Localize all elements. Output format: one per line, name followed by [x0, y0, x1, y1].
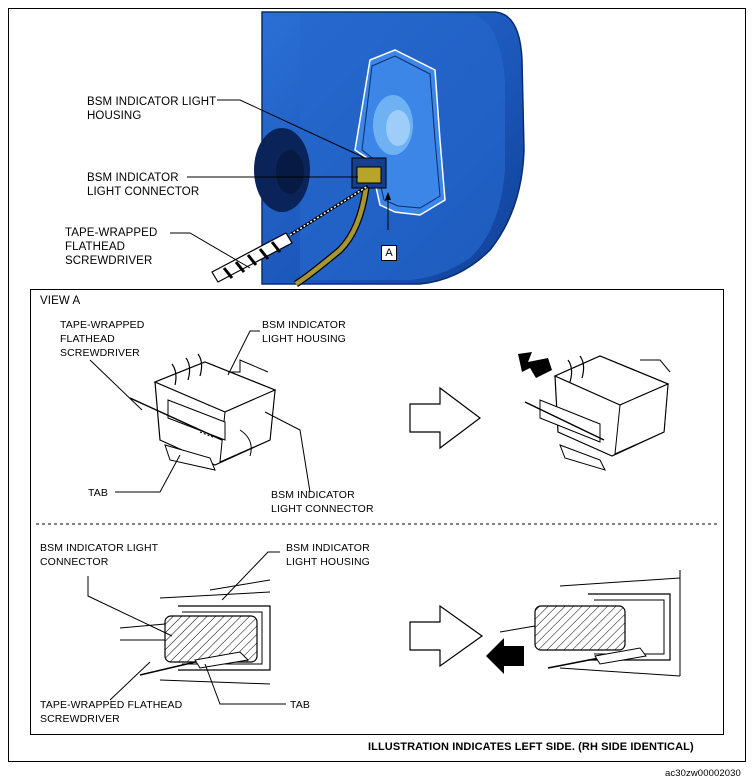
upper-screwdriver-label: TAPE-WRAPPED FLATHEAD SCREWDRIVER	[60, 319, 145, 359]
view-a-title: VIEW A	[40, 295, 81, 307]
leader-housing	[217, 99, 366, 159]
upper-tab-label: TAB	[88, 487, 108, 499]
upper-connector-label: BSM INDICATOR LIGHT CONNECTOR	[271, 489, 374, 515]
illustration-frame	[8, 8, 746, 762]
lower-direction-arrow	[409, 604, 484, 668]
lower-left-drawing	[87, 551, 286, 705]
lower-housing-label: BSM INDICATOR LIGHT HOUSING	[286, 542, 370, 568]
upper-housing-label: BSM INDICATOR LIGHT HOUSING	[262, 319, 346, 345]
upper-direction-arrow	[409, 386, 481, 450]
upper-left-drawing	[89, 330, 311, 493]
lower-screwdriver-label: TAPE-WRAPPED FLATHEAD SCREWDRIVER	[40, 699, 183, 725]
upper-removal-arrow	[518, 352, 552, 378]
lower-tab-label: TAB	[290, 699, 310, 711]
upper-right-drawing	[518, 352, 671, 471]
lower-right-connector-section	[534, 605, 626, 651]
leader-screwdriver	[170, 232, 251, 269]
lower-removal-arrow	[486, 638, 524, 674]
lower-right-drawing	[486, 570, 681, 677]
lower-connector-label: BSM INDICATOR LIGHT CONNECTOR	[40, 542, 159, 568]
top-connector-label: BSM INDICATOR LIGHT CONNECTOR	[87, 172, 200, 198]
footer-note: ILLUSTRATION INDICATES LEFT SIDE. (RH SI…	[368, 741, 694, 753]
top-housing-label: BSM INDICATOR LIGHT HOUSING	[87, 96, 217, 122]
screwdriver-handle	[211, 232, 293, 283]
view-a-box	[30, 289, 724, 735]
image-code: ac30zw00002030	[665, 768, 741, 779]
top-screwdriver-label: TAPE-WRAPPED FLATHEAD SCREWDRIVER	[65, 227, 158, 267]
callout-a: A	[381, 245, 397, 261]
